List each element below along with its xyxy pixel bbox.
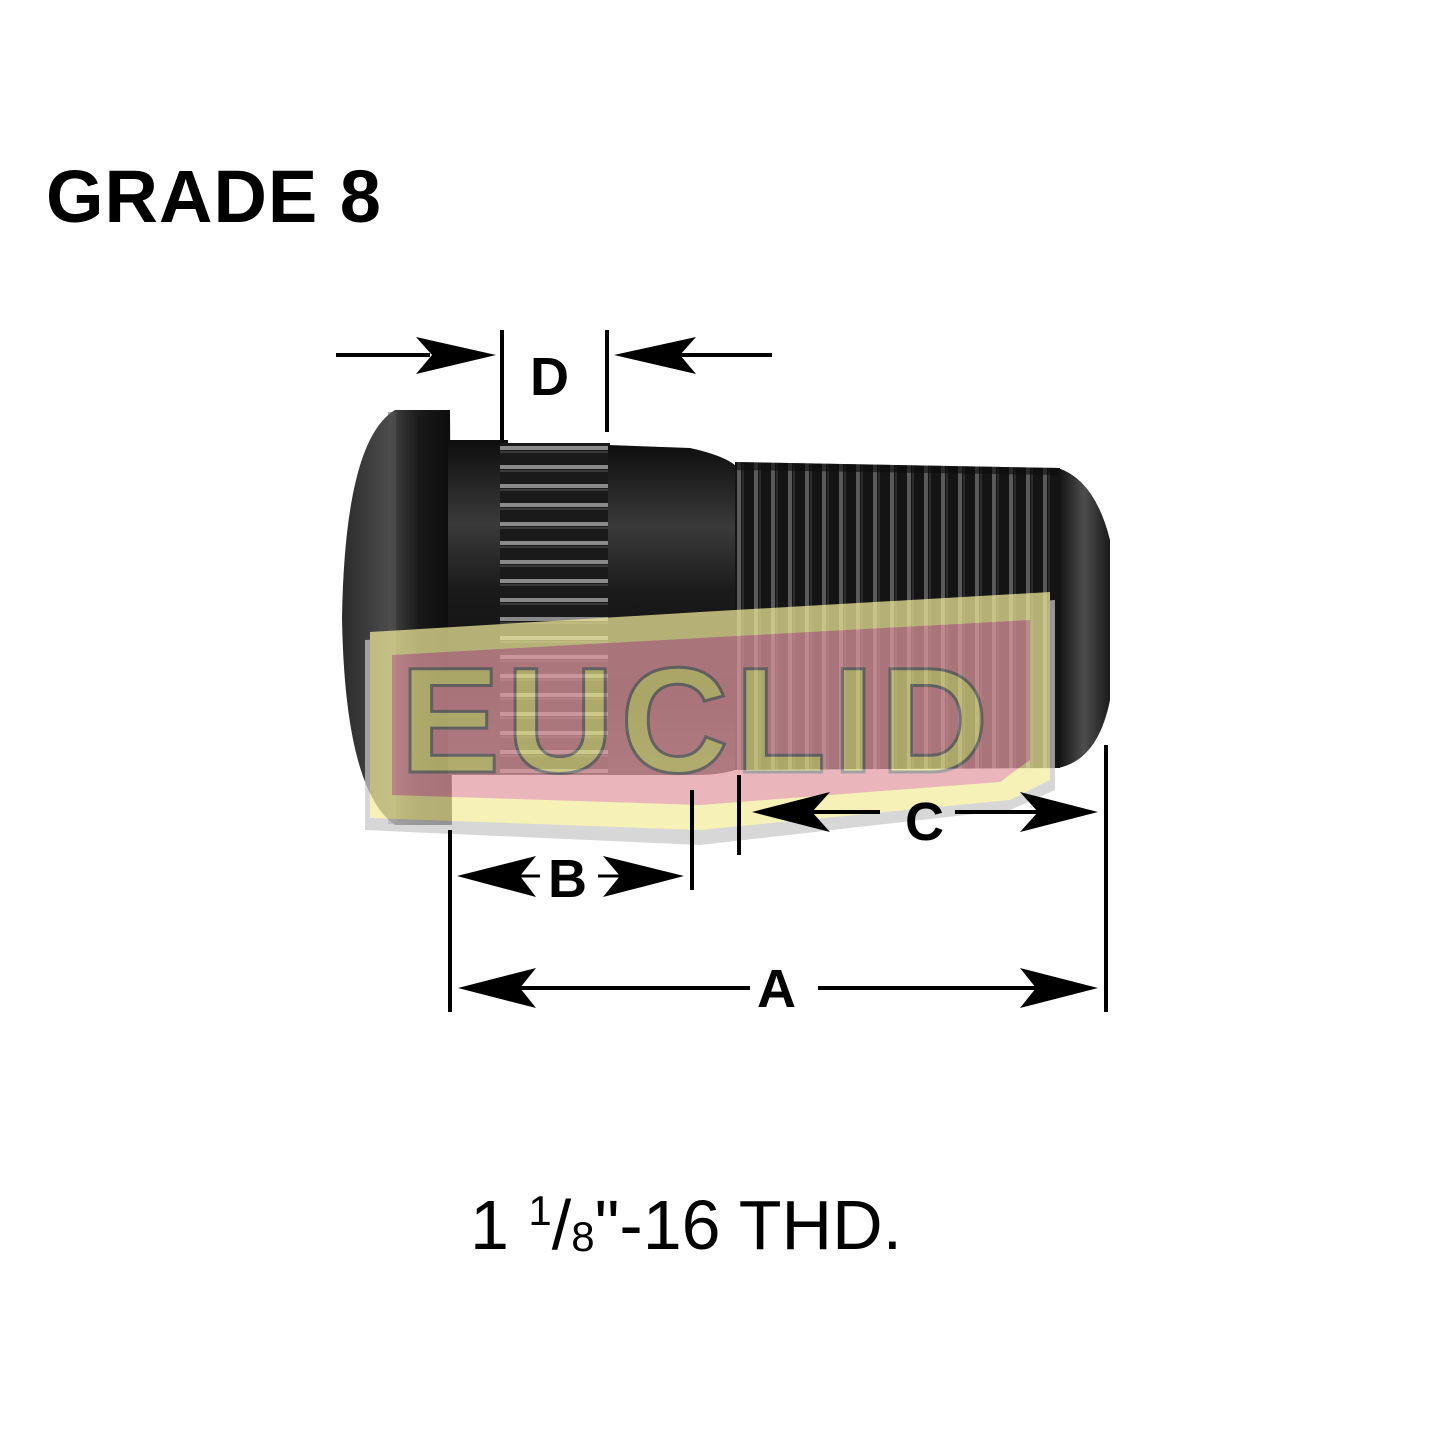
thread-fraction-denominator: 8: [571, 1213, 595, 1260]
dimension-c: [737, 745, 1108, 1012]
dimension-label-b: B: [548, 849, 587, 909]
dimension-a: [458, 968, 1098, 1008]
thread-spec: 1 1/8"-16 THD.: [470, 1186, 903, 1264]
grade-title: GRADE 8: [46, 155, 382, 238]
dimension-label-d: D: [530, 347, 569, 407]
watermark-text: EUCLID: [400, 636, 994, 804]
thread-whole: 1: [470, 1186, 509, 1264]
dimension-d: [336, 330, 772, 440]
euclid-watermark-logo: EUCLID: [365, 592, 1055, 845]
dimension-label-a: A: [757, 959, 796, 1019]
thread-fraction-numerator: 1: [528, 1187, 552, 1234]
dimension-label-c: C: [905, 792, 944, 852]
dimension-b: [448, 790, 694, 1012]
thread-pitch-label: "-16 THD.: [594, 1186, 903, 1264]
